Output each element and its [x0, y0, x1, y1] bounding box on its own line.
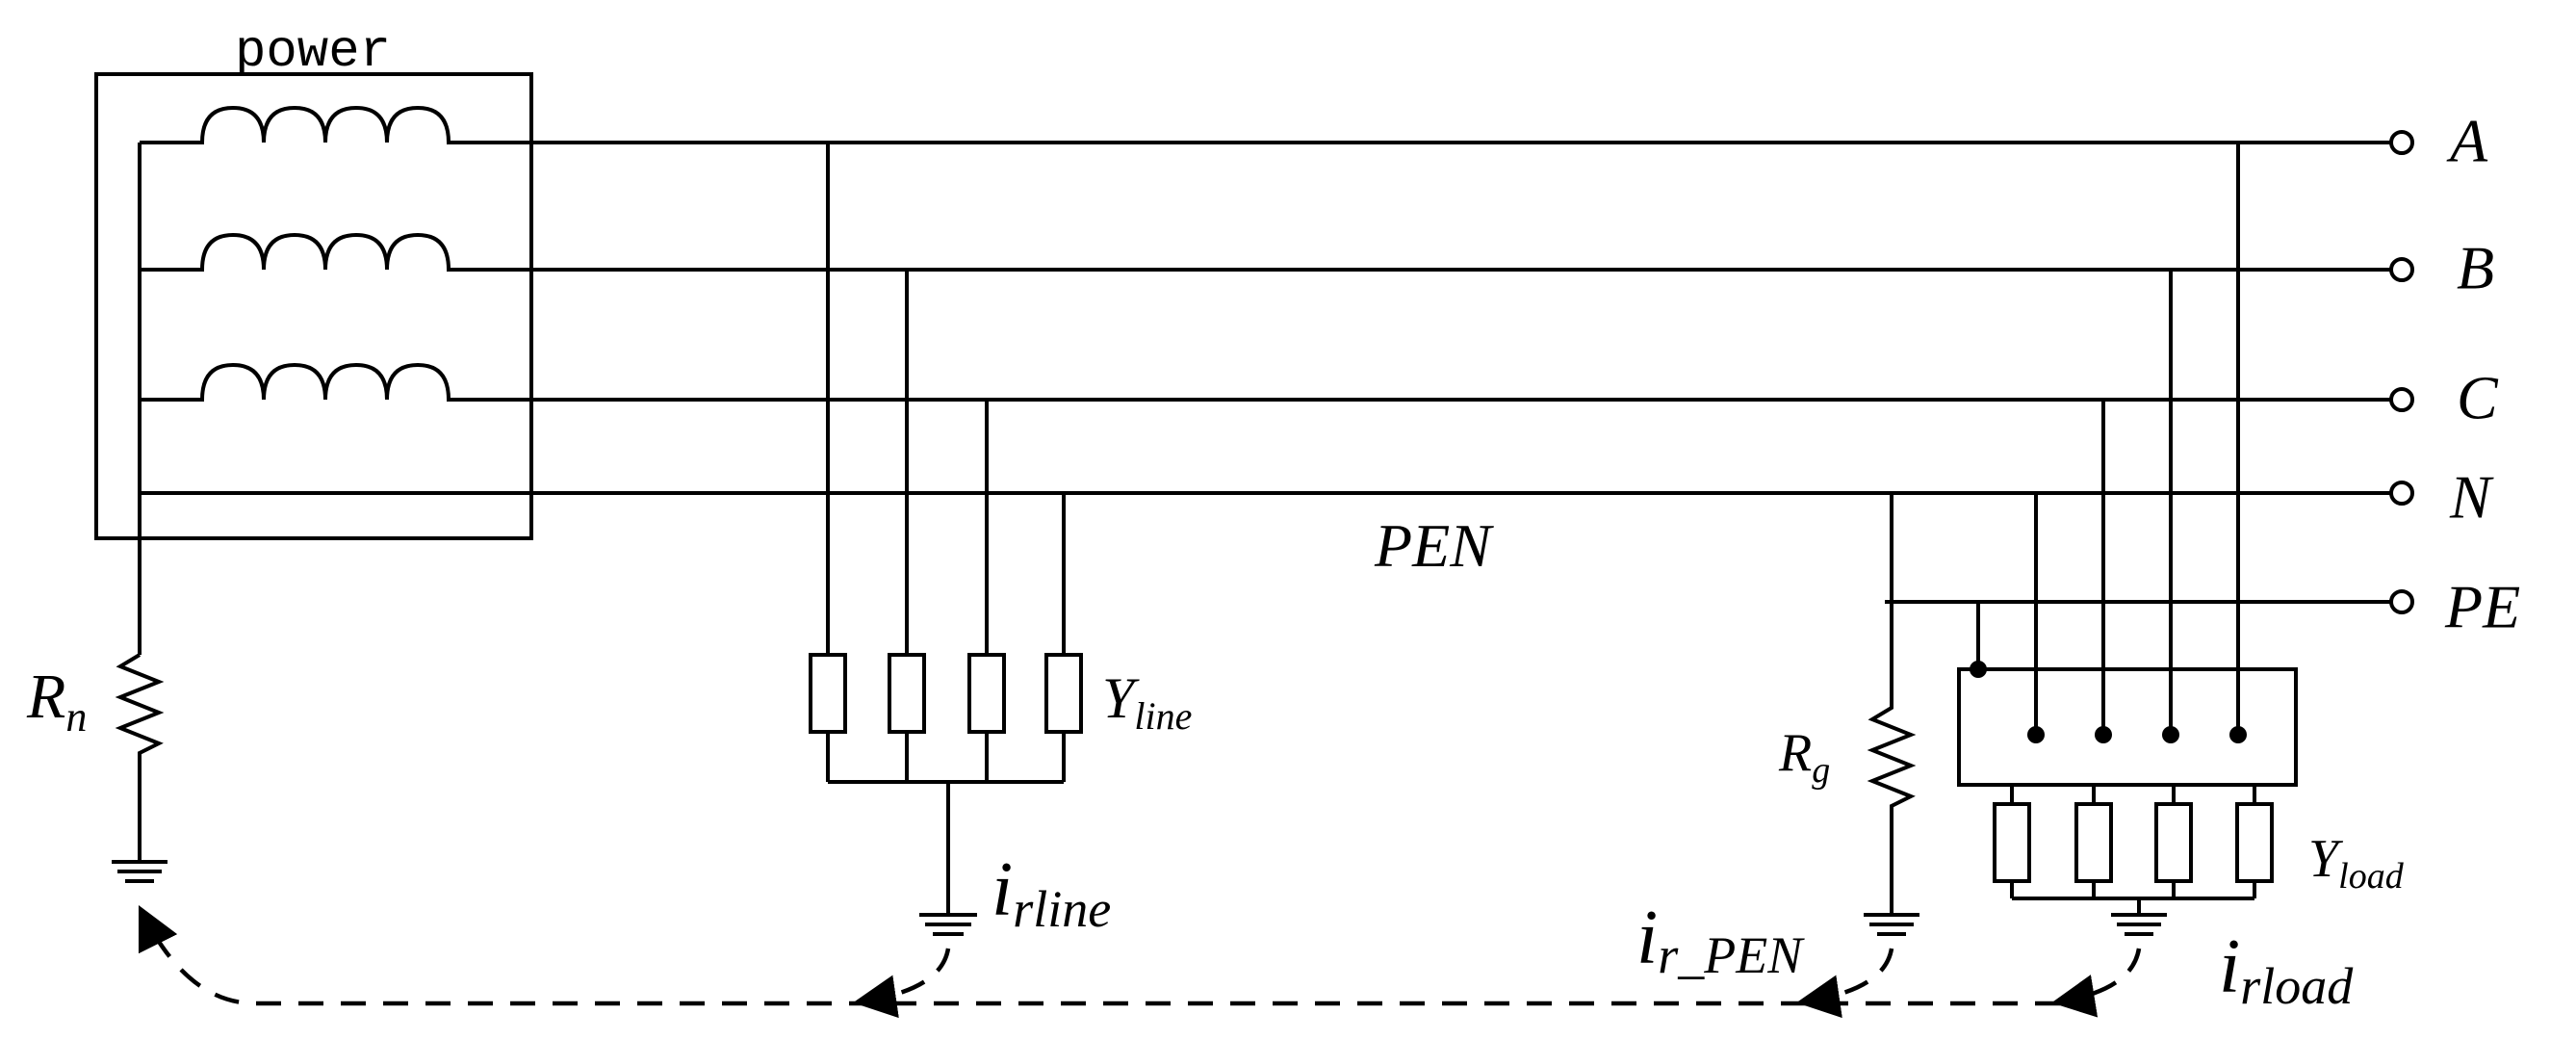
yline-resistor-3 [967, 653, 1006, 734]
terminal-label-c: C [2457, 364, 2499, 432]
yline-resistor-4 [1044, 653, 1083, 734]
line-admittance: Yline [809, 143, 1192, 915]
terminal-label-b: B [2457, 234, 2494, 302]
return-path-from-rg [1796, 948, 1894, 1019]
neutral-resistor: Rn [26, 653, 165, 862]
current-label-rline: irline [992, 847, 1111, 938]
yload-resistor-2 [2074, 802, 2113, 883]
yline-resistor-2 [888, 653, 926, 734]
terminal-pe [2389, 589, 2414, 614]
ground-symbol-rn [112, 860, 167, 883]
yload-resistor-1 [1993, 802, 2031, 883]
terminal-n [2389, 481, 2414, 506]
coil-a [140, 105, 531, 144]
terminal-label-a: A [2446, 107, 2488, 175]
yload-resistor-3 [2154, 802, 2193, 883]
terminal-label-n: N [2449, 463, 2494, 532]
rn-label: Rn [26, 662, 87, 741]
load-node-b [2162, 726, 2179, 743]
yload-label: Yload [2308, 829, 2405, 897]
return-path-from-line [853, 948, 951, 1019]
pen-label: PEN [1374, 511, 1494, 580]
rg-label: Rg [1778, 723, 1830, 791]
load-box [1957, 667, 2298, 787]
terminal-c [2389, 387, 2414, 412]
load-node-c [2095, 726, 2112, 743]
ground-symbol-rg [1864, 913, 1919, 936]
terminal-label-pe: PE [2444, 573, 2520, 641]
load-block: Yload [1957, 143, 2405, 915]
coil-b [140, 232, 531, 272]
terminals: A B C N PE [2389, 107, 2520, 641]
load-node-a [2229, 726, 2247, 743]
terminal-b [2389, 257, 2414, 282]
return-path-main [138, 904, 2060, 1006]
current-label-rpen: ir_PEN [1636, 896, 1805, 984]
power-source: power [94, 23, 533, 655]
return-current-path [138, 904, 2142, 1019]
rn-zigzag [115, 653, 165, 862]
ground-symbol-load [2111, 913, 2167, 936]
current-label-rload: irload [2219, 924, 2354, 1015]
terminal-a [2389, 130, 2414, 155]
power-source-box [94, 72, 533, 540]
load-node-pe [1970, 661, 1987, 678]
ground-symbol-line [919, 913, 977, 936]
rg-zigzag [1867, 493, 1917, 915]
yline-resistor-1 [809, 653, 847, 734]
bus-lines [140, 141, 2390, 604]
coil-c [140, 362, 531, 402]
load-node-n [2027, 726, 2045, 743]
yline-label: Yline [1102, 666, 1192, 738]
ground-resistor: Rg [1778, 493, 1917, 915]
return-path-from-load [2051, 948, 2142, 1018]
yload-resistor-4 [2235, 802, 2274, 883]
power-source-title: power [235, 23, 391, 82]
